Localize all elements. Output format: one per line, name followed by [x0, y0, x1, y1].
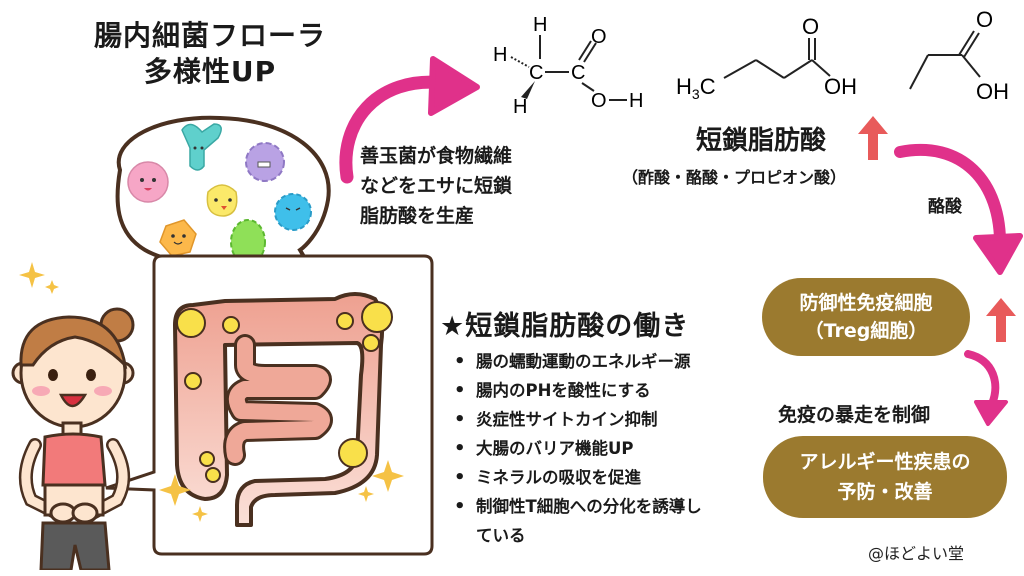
production-note-line-3: 脂肪酸を生産 [360, 205, 475, 227]
happy-bacteria-icon [361, 301, 393, 333]
treg-pill-line-2: （Treg細胞） [804, 320, 928, 342]
happy-bacteria-icon [176, 308, 206, 338]
svg-text:H: H [513, 96, 527, 115]
bacteria-green-icon [230, 219, 266, 265]
happy-bacteria-icon [362, 334, 380, 352]
intestine-illustration [173, 292, 393, 527]
propionic-acid-structure: O OH [909, 7, 1009, 104]
bacteria-pink-icon [127, 161, 169, 203]
functions-list: 腸の蠕動運動のエネルギー源 腸内のPHを酸性にする 炎症性サイトカイン抑制 大腸… [448, 347, 788, 550]
bacteria-blue-icon [274, 193, 312, 231]
function-item: 腸の蠕動運動のエネルギー源 [448, 347, 788, 376]
title-line-1: 腸内細菌フローラ [93, 19, 326, 52]
happy-bacteria-icon [205, 467, 221, 483]
treg-pill-line-1: 防御性免疫細胞 [799, 292, 933, 314]
production-note: 善玉菌が食物繊維 などをエサに短鎖 脂肪酸を生産 [360, 141, 512, 231]
function-item: 大腸のバリア機能UP [448, 434, 788, 463]
title-line-2: 多様性UP [143, 55, 277, 88]
function-item: ミネラルの吸収を促進 [448, 463, 788, 492]
bacteria-orange-icon [159, 219, 197, 257]
page-title: 腸内細菌フローラ 多様性UP [60, 18, 360, 90]
svg-text:H: H [629, 90, 643, 112]
scfa-title: 短鎖脂肪酸 [696, 126, 827, 156]
function-item-6-line-2: ている [476, 526, 526, 545]
allergy-pill-line-2: 予防・改善 [837, 481, 933, 503]
allergy-prevention-pill: アレルギー性疾患の 予防・改善 [763, 436, 1007, 518]
control-arrow-icon [964, 350, 1008, 426]
svg-text:OH: OH [976, 79, 1009, 104]
happy-bacteria-icon [184, 372, 202, 390]
function-item-6-line-1: 制御性T細胞への分化を誘導し [476, 497, 702, 516]
allergy-pill-line-1: アレルギー性疾患の [799, 451, 971, 473]
happy-bacteria-icon [222, 316, 240, 334]
production-note-line-2: などをエサに短鎖 [360, 175, 513, 197]
immune-control-label: 免疫の暴走を制御 [778, 404, 931, 426]
svg-text:C: C [571, 62, 585, 84]
butyric-acid-structure: H3C O OH [676, 14, 857, 102]
svg-text:C: C [529, 62, 543, 84]
svg-text:O: O [591, 90, 607, 112]
scfa-subtitle: （酢酸・酪酸・プロピオン酸） [622, 168, 847, 187]
bacteria-purple-icon [245, 142, 285, 182]
happy-bacteria-icon [199, 451, 215, 467]
svg-text:H: H [493, 44, 507, 66]
svg-text:O: O [802, 14, 819, 39]
svg-text:O: O [976, 7, 993, 32]
credit-label: @ほどよい堂 [868, 544, 965, 563]
scfa-increase-arrow-icon [858, 116, 888, 160]
svg-text:H3C: H3C [676, 74, 716, 102]
treg-increase-arrow-icon [986, 298, 1016, 342]
bacteria-yellow-icon [206, 184, 238, 217]
woman-character-illustration [11, 307, 135, 570]
treg-cell-pill: 防御性免疫細胞 （Treg細胞） [762, 278, 970, 356]
svg-text:H: H [533, 14, 547, 36]
function-item: 腸内のPHを酸性にする [448, 376, 788, 405]
bacteria-teal-icon [181, 123, 222, 171]
happy-bacteria-icon [336, 312, 354, 330]
bacteria-thought-bubble [115, 115, 331, 280]
svg-text:O: O [591, 26, 607, 48]
production-note-line-1: 善玉菌が食物繊維 [360, 145, 513, 167]
function-item: 炎症性サイトカイン抑制 [448, 405, 788, 434]
function-item: 制御性T細胞への分化を誘導し ている [448, 492, 788, 550]
acetic-acid-structure: H H C C H O O H [493, 14, 643, 115]
produce-arrow-icon [339, 56, 480, 184]
svg-text:OH: OH [824, 74, 857, 99]
functions-heading: ★短鎖脂肪酸の働き [440, 311, 690, 342]
butyrate-label: 酪酸 [928, 197, 962, 217]
butyrate-arrow-icon [894, 143, 1023, 275]
happy-bacteria-icon [338, 438, 368, 468]
